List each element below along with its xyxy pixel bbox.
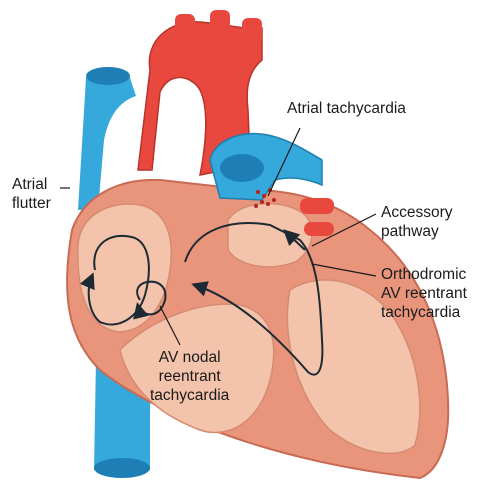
label-atrial-tachycardia: Atrial tachycardia — [287, 99, 406, 118]
aortic-branch-1 — [175, 14, 195, 40]
label-av-nodal-line1: AV nodal — [150, 348, 229, 367]
aortic-branch-3 — [242, 18, 262, 44]
label-atrial-flutter-line1: Atrial — [12, 175, 51, 194]
svc-opening — [86, 67, 130, 85]
label-atrial-tachycardia-text: Atrial tachycardia — [287, 99, 406, 118]
label-accessory-line2: pathway — [381, 222, 453, 241]
label-accessory-pathway: Accessory pathway — [381, 203, 453, 241]
label-orthodromic-line1: Orthodromic — [381, 265, 467, 284]
pulmonary-opening — [220, 154, 264, 182]
label-av-nodal: AV nodal reentrant tachycardia — [150, 348, 229, 405]
left-atrium — [228, 204, 312, 267]
label-av-nodal-line2: reentrant — [150, 367, 229, 386]
label-orthodromic-line3: tachycardia — [381, 303, 467, 322]
ivc-opening — [94, 458, 150, 478]
label-accessory-line1: Accessory — [381, 203, 453, 222]
label-atrial-flutter-line2: flutter — [12, 194, 51, 213]
label-orthodromic: Orthodromic AV reentrant tachycardia — [381, 265, 467, 322]
aortic-branch-2 — [210, 10, 230, 36]
label-atrial-flutter: Atrial flutter — [12, 175, 51, 213]
label-av-nodal-line3: tachycardia — [150, 386, 229, 405]
pulmonary-vein-2 — [304, 222, 334, 236]
pulmonary-vein-1 — [300, 198, 334, 214]
label-orthodromic-line2: AV reentrant — [381, 284, 467, 303]
